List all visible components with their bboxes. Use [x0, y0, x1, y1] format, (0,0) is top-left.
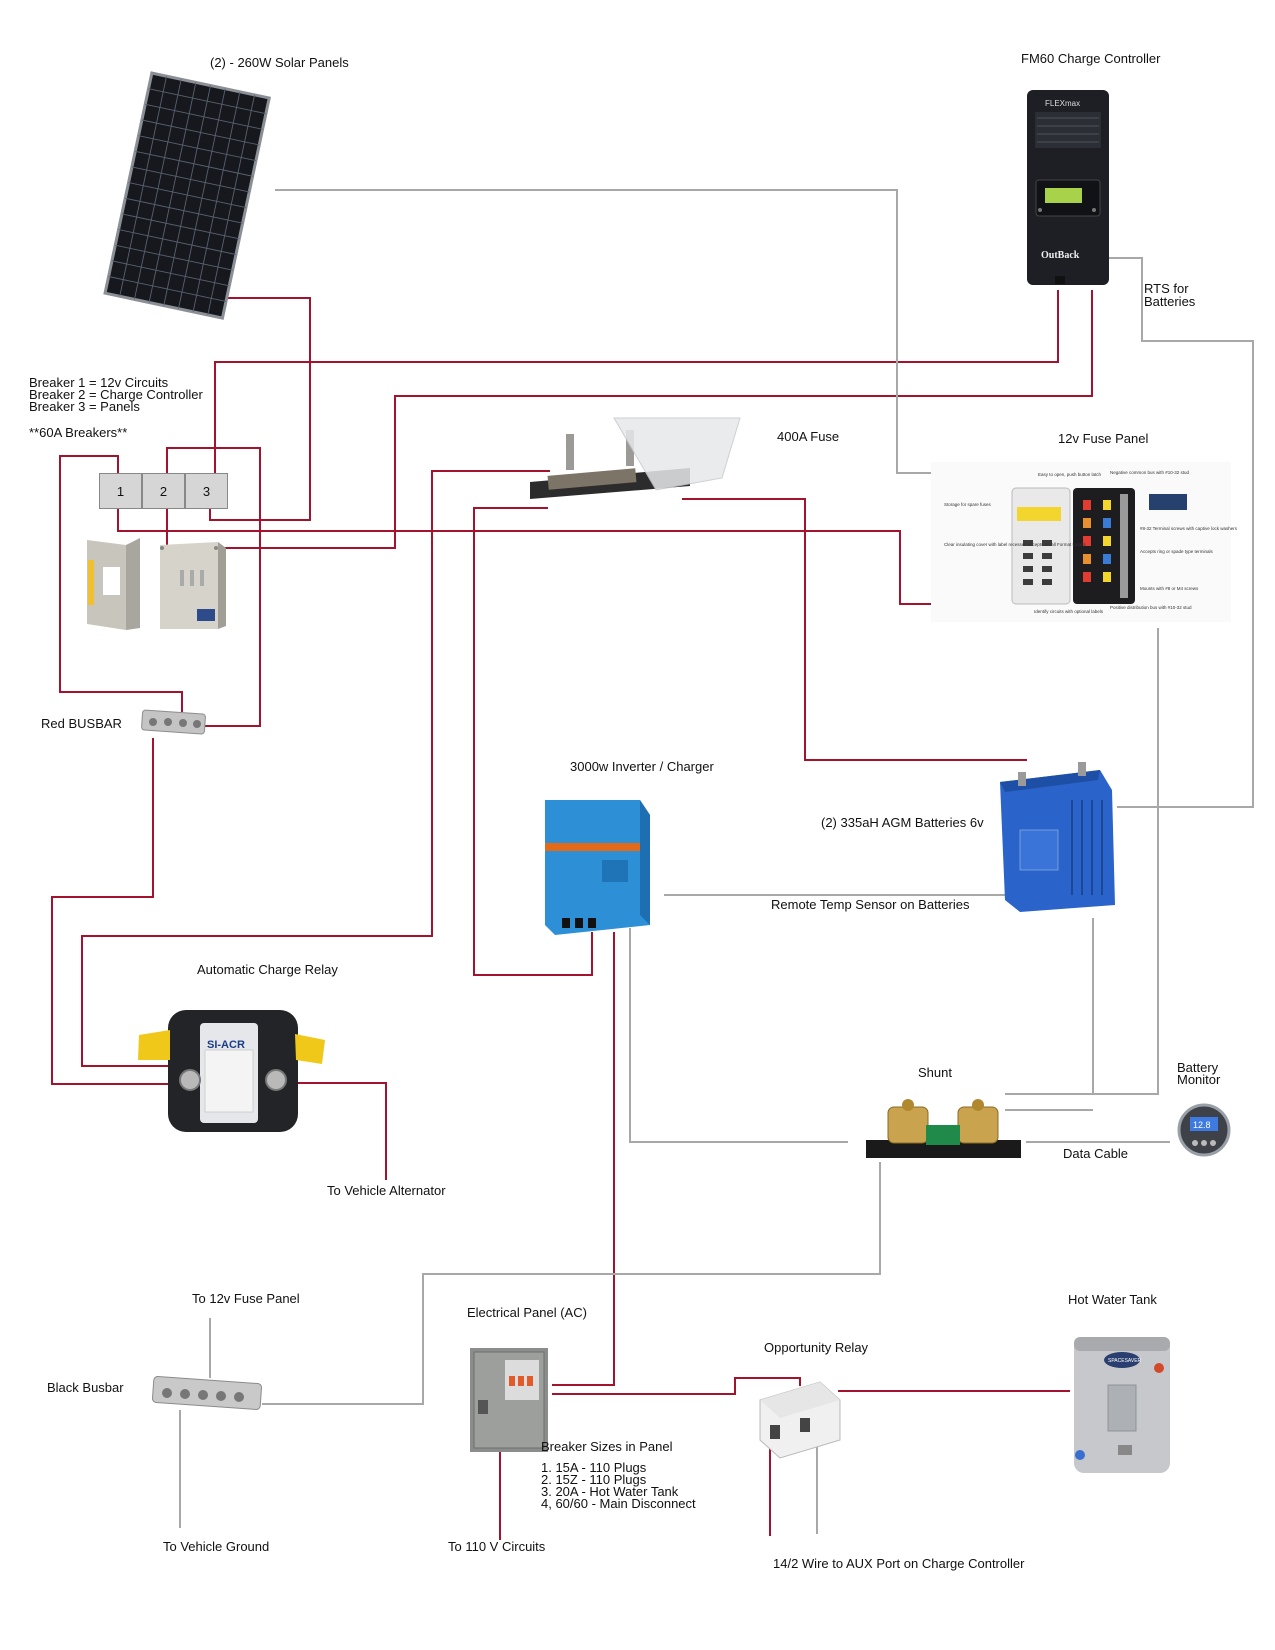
flexmax-logo: FLEXmax [1045, 99, 1080, 108]
breaker-2: 2 [142, 473, 185, 509]
opportunity-relay-label: Opportunity Relay [764, 1340, 869, 1355]
wire-controller-to-breaker1 [214, 290, 1059, 473]
callout-clear-cover: Clear insulating cover with label recess… [944, 542, 1087, 547]
wire-fuse-to-acr [81, 470, 550, 1067]
fuse-panel-label: 12v Fuse Panel [1058, 431, 1149, 446]
shunt-icon [866, 1099, 1021, 1158]
fuse-400a-icon [530, 417, 741, 499]
solar-panels-label: (2) - 260W Solar Panels [210, 55, 349, 70]
black-busbar-icon [151, 1376, 263, 1410]
to-110v-label: To 110 V Circuits [448, 1539, 546, 1554]
wire-busbar-to-acr [51, 738, 176, 1085]
acr-label: Automatic Charge Relay [197, 962, 338, 977]
wire-breaker1-to-fusepanel [117, 497, 1000, 605]
black-busbar-label: Black Busbar [47, 1380, 124, 1395]
breaker-3-label: 3 [202, 483, 211, 499]
vehicle-ground-label: To Vehicle Ground [163, 1539, 270, 1554]
ac-panel-label: Electrical Panel (AC) [467, 1305, 587, 1320]
aux-wire-label: 14/2 Wire to AUX Port on Charge Controll… [773, 1556, 1025, 1571]
breaker-note: **60A Breakers** [29, 425, 128, 440]
outback-logo: OutBack [1041, 250, 1080, 261]
red-busbar-label: Red BUSBAR [41, 716, 122, 731]
callout-identify: Identify circuits with optional labels [1034, 609, 1104, 614]
wire-acr-to-alternator [286, 1082, 387, 1180]
callout-latch: Easy to open, push button latch [1038, 472, 1102, 477]
acr-icon: SI-ACR [138, 1010, 325, 1132]
wire-rts [1107, 257, 1254, 808]
callout-mounts: Mounts with #8 or M4 screws [1140, 586, 1199, 591]
wire-panel-to-breaker3 [200, 297, 311, 521]
breaker-1: 1 [99, 473, 142, 509]
data-cable-label: Data Cable [1063, 1146, 1129, 1161]
monitor-readout: 12.8 [1193, 1120, 1211, 1130]
wire-fuse-to-inverter [473, 507, 593, 976]
solar-panel-icon [103, 71, 272, 320]
breaker-sizes-list: 1. 15A - 110 Plugs 2. 15Z - 110 Plugs 3.… [541, 1460, 696, 1511]
wire-fuse-to-battery [682, 498, 1027, 761]
hot-water-tank-label: Hot Water Tank [1068, 1292, 1157, 1307]
breaker-legend: Breaker 1 = 12v Circuits Breaker 2 = Cha… [29, 375, 203, 414]
breaker-1-label: 1 [116, 483, 125, 499]
alternator-label: To Vehicle Alternator [327, 1183, 446, 1198]
hot-water-tank-icon: SPACESAVER [1074, 1337, 1170, 1473]
inverter-label: 3000w Inverter / Charger [570, 759, 714, 774]
callout-terminal-screws: #8-32 Terminal screws with captive lock … [1140, 526, 1238, 531]
batteries-label: (2) 335aH AGM Batteries 6v [821, 815, 984, 830]
wire-panel-to-controller-neg [275, 189, 944, 474]
fuse-panel-icon: Easy to open, push button latch Negative… [931, 462, 1238, 622]
callout-spare-fuses: Storage for spare fuses [944, 502, 992, 507]
callout-negative-bus: Negative common bus with #10-32 stud [1110, 470, 1190, 475]
spacesaver-logo: SPACESAVER [1108, 1358, 1142, 1364]
battery-monitor-label: Battery Monitor [1177, 1060, 1221, 1087]
opportunity-relay-icon [759, 1381, 841, 1459]
red-busbar-icon [141, 709, 206, 735]
inverter-icon [545, 800, 650, 935]
wire-inverter-to-ac-panel [552, 932, 615, 1386]
wire-controller-to-breaker2 [166, 290, 1093, 549]
rts-label: RTS for Batteries [1144, 281, 1196, 309]
wire-breaker1-to-busbar [59, 455, 183, 712]
breaker-2-label: 2 [159, 483, 168, 499]
breaker-3: 3 [185, 473, 228, 509]
wire-inverter-neg-to-shunt [629, 928, 848, 1143]
callout-positive-bus: Positive distribution bus with #10-32 st… [1110, 605, 1192, 610]
breaker-enclosure-icon [87, 538, 226, 630]
charge-controller-label: FM60 Charge Controller [1021, 51, 1161, 66]
remote-temp-label: Remote Temp Sensor on Batteries [771, 897, 970, 912]
shunt-label: Shunt [918, 1065, 952, 1080]
wire-ac-panel-to-relay [552, 1377, 801, 1395]
acr-logo: SI-ACR [207, 1039, 245, 1051]
wire-breaker2-3-to-busbar [166, 447, 261, 727]
callout-terminals: Accepts ring or spade type terminals [1140, 549, 1214, 554]
charge-controller-icon: FLEXmax OutBack [1027, 90, 1109, 285]
ac-panel-icon [470, 1348, 548, 1452]
wire-shunt-to-black-busbar [262, 1162, 881, 1405]
fuse-400a-label: 400A Fuse [777, 429, 840, 444]
breaker-sizes-title: Breaker Sizes in Panel [541, 1439, 673, 1454]
to-fuse-panel-label: To 12v Fuse Panel [192, 1291, 300, 1306]
battery-icon [1000, 762, 1115, 912]
battery-monitor-icon: 12.8 [1177, 1103, 1231, 1157]
